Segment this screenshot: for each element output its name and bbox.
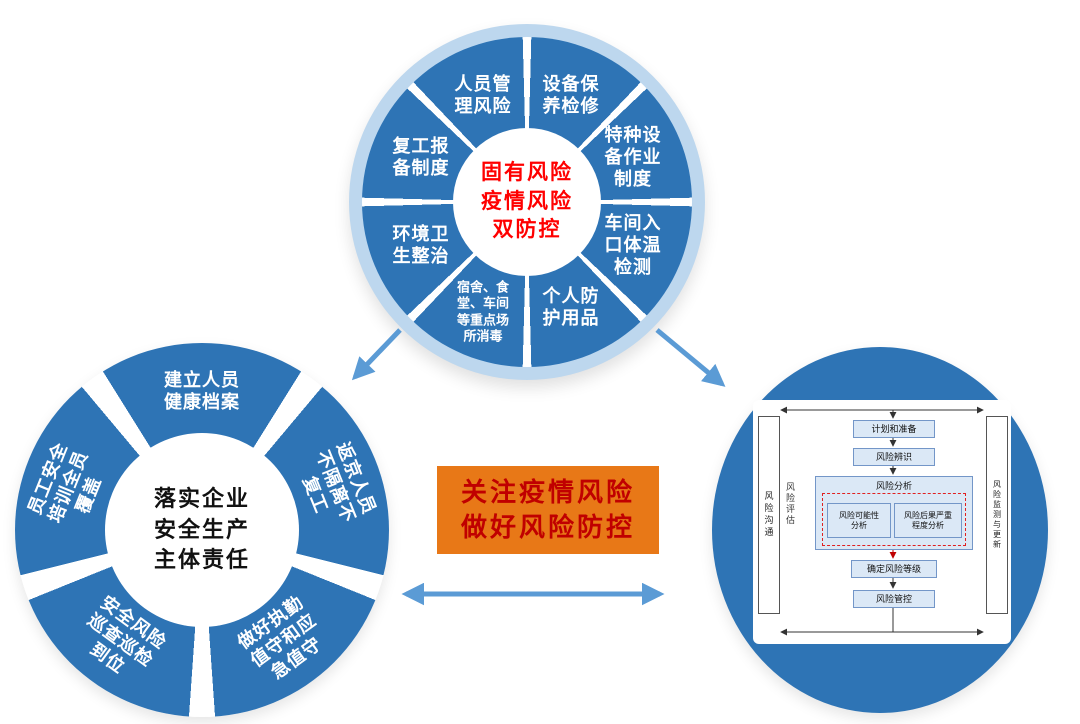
top-wheel-segment-label: 设备保 养检修 bbox=[542, 74, 600, 116]
flow-step-identify: 风险辨识 bbox=[853, 448, 935, 466]
arrow-top-to-left-wheel bbox=[351, 328, 402, 381]
top-wheel-segment-label: 环境卫 生整治 bbox=[392, 224, 450, 266]
left-wheel-hub: 落实企业 安全生产 主体责任 bbox=[105, 433, 299, 627]
arrow-top-to-right-circle bbox=[655, 328, 726, 387]
flow-step-risk-level: 确定风险等级 bbox=[851, 560, 937, 578]
risk-monitor-update-box: 风险监测与更新 bbox=[986, 416, 1008, 614]
left-wheel-segment-label: 建立人员 健康档案 bbox=[164, 370, 240, 412]
flow-analysis-likelihood: 风险可能性 分析 bbox=[827, 503, 891, 538]
left-wheel-center-label: 落实企业 安全生产 主体责任 bbox=[153, 485, 250, 573]
analysis-dashed-box: 风险可能性 分析 风险后果严重 程度分析 bbox=[822, 493, 966, 546]
risk-flowchart-panel: 风险沟通 风险监测与更新 风险评估 计划和准备 风险辨识 风险分析 风险可能性 … bbox=[753, 400, 1011, 644]
flow-analysis-box: 风险分析 风险可能性 分析 风险后果严重 程度分析 bbox=[815, 476, 973, 550]
top-wheel-hub: 固有风险 疫情风险 双防控 bbox=[453, 128, 601, 276]
flow-step-risk-control: 风险管控 bbox=[853, 590, 935, 608]
top-wheel-segment-label: 特种设 备作业 制度 bbox=[604, 125, 662, 189]
top-wheel-segment-label: 个人防 护用品 bbox=[542, 286, 600, 328]
flow-analysis-title: 风险分析 bbox=[875, 481, 912, 491]
top-wheel-center-label: 固有风险 疫情风险 双防控 bbox=[481, 161, 573, 242]
top-wheel-segment-label: 宿舍、食 堂、车间 等重点场 所消毒 bbox=[456, 279, 510, 344]
top-wheel-segment-label: 人员管 理风险 bbox=[454, 74, 512, 116]
top-wheel-segment-label: 复工报 备制度 bbox=[392, 136, 450, 178]
top-wheel-segment-label: 车间入 口体温 检测 bbox=[604, 213, 662, 277]
flow-analysis-severity: 风险后果严重 程度分析 bbox=[894, 503, 962, 538]
risk-communication-box: 风险沟通 bbox=[758, 416, 780, 614]
flow-step-plan: 计划和准备 bbox=[853, 420, 935, 438]
center-banner: 关注疫情风险 做好风险防控 bbox=[437, 466, 659, 554]
risk-assessment-label: 风险评估 bbox=[785, 482, 795, 526]
